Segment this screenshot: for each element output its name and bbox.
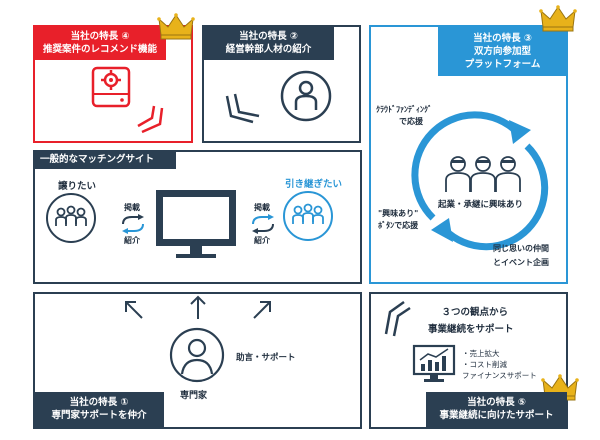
sell-label: 譲りたい: [58, 181, 97, 192]
feature5-tag: 当社の特長 ⑤ 事業継続に向けたサポート: [426, 392, 567, 428]
feature2-line2: 経営幹部人材の紹介: [225, 44, 312, 55]
feature1-line2: 専門家サポートを仲介: [51, 410, 147, 421]
cycle-arrows-icon: [411, 111, 549, 251]
general-site-tag: 一般的なマッチングサイト: [34, 151, 176, 169]
feature5-heading: ３つの観点から 事業継続をサポート: [428, 304, 514, 338]
feature3-line3: プラットフォーム: [464, 59, 541, 70]
events-label: 同じ思いの仲間 とイベント企画: [493, 244, 549, 267]
feature5-heading1: ３つの観点から: [441, 307, 509, 318]
feature1-line1: 当社の特長 ①: [69, 397, 129, 408]
corner-accent-icon: [225, 93, 260, 124]
right-post-label: 掲載: [254, 203, 270, 212]
executive-person-icon: [280, 70, 332, 122]
up-arrow-icon: [190, 295, 206, 319]
feature5-point: ファイナンスサポート: [462, 371, 537, 380]
feature1-tag: 当社の特長 ① 専門家サポートを仲介: [34, 392, 164, 428]
feature5-point: ・コスト削減: [462, 360, 507, 369]
feature4-line2: 推奨案件のレコメンド機能: [42, 44, 157, 55]
seller-group-icon: [46, 193, 96, 243]
up-right-arrow-icon: [253, 301, 271, 319]
feature5-point: ・売上拡大: [462, 349, 500, 358]
feature2-line1: 当社の特長 ②: [239, 31, 298, 42]
left-intro-label: 紹介: [124, 236, 140, 245]
support-label: 助言・サポート: [236, 353, 296, 363]
feature3-center-label: 起業・承継に興味あり: [438, 200, 524, 210]
feature2-tag: 当社の特長 ② 経営幹部人材の紹介: [203, 26, 334, 60]
feature4-tag: 当社の特長 ④ 推奨案件のレコメンド機能: [34, 26, 166, 60]
feature4-line1: 当社の特長 ④: [70, 31, 130, 42]
expert-label: 専門家: [180, 391, 208, 401]
corner-accent-icon: [137, 105, 164, 134]
right-intro-label: 紹介: [254, 236, 270, 245]
buyer-group-icon: [283, 191, 333, 241]
feature5-line2: 事業継続に向けたサポート: [439, 410, 554, 421]
buy-label: 引き継ぎたい: [285, 179, 343, 190]
feature5-line1: 当社の特長 ⑤: [467, 397, 526, 408]
monitor-icon: [156, 190, 236, 258]
feature5-points: ・売上拡大 ・コスト削減 ファイナンスサポート: [462, 348, 537, 381]
crown-icon: [539, 5, 577, 32]
left-post-label: 掲載: [124, 203, 140, 212]
expert-person-icon: [169, 327, 225, 383]
participants-group-icon: [445, 156, 521, 192]
interest-button-label: "興味あり" ﾎﾞﾀﾝで応援: [378, 209, 419, 230]
crowdfunding-label: ｸﾗｳﾄﾞﾌｧﾝﾃﾞｨﾝｸﾞ で応援: [376, 105, 432, 126]
feature3-line2: 双方向参加型: [473, 46, 531, 57]
recommend-device-icon: [91, 66, 131, 108]
feature3-line1: 当社の特長 ③: [473, 33, 532, 44]
up-left-arrow-icon: [125, 301, 143, 319]
growth-chart-monitor-icon: [412, 344, 456, 382]
exchange-arrows-icon: [252, 214, 274, 234]
crown-icon: [157, 13, 195, 40]
feature3-tag: 当社の特長 ③ 双方向参加型 プラットフォーム: [438, 26, 567, 76]
feature5-heading2: 事業継続をサポート: [428, 324, 514, 335]
corner-accent-icon: [384, 300, 411, 337]
exchange-arrows-icon: [122, 214, 144, 234]
